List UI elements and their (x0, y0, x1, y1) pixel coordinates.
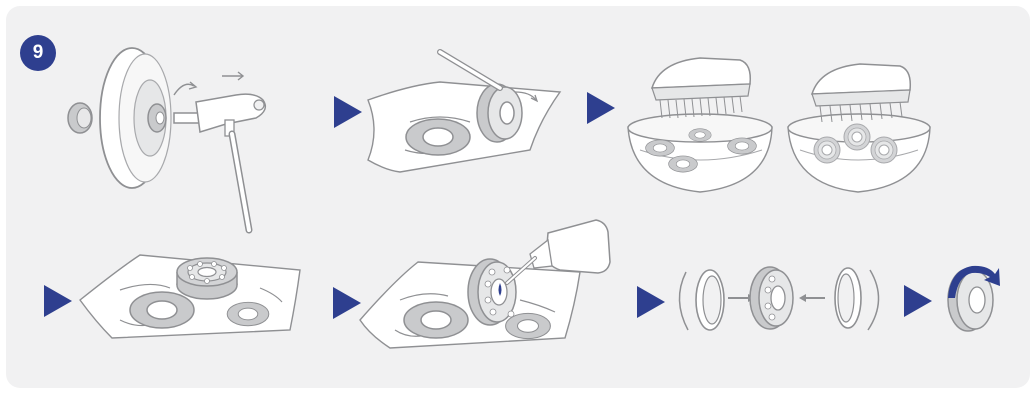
step-arrow-icon (904, 285, 932, 317)
step-arrow-icon (334, 96, 362, 128)
oil-bearing-illustration (360, 220, 610, 348)
soak-bearings-illustration (788, 64, 930, 192)
reassemble-bearing-illustration (679, 267, 878, 330)
step-arrow-icon (333, 287, 361, 319)
wheel-removal-illustration (68, 48, 265, 230)
step-arrow-icon (587, 92, 615, 124)
finished-bearing-illustration (948, 266, 1000, 331)
bearing-drying-illustration (80, 255, 300, 338)
step-number-badge: 9 (20, 35, 56, 71)
wash-bearings-illustration (628, 58, 772, 192)
step-arrow-icon (637, 286, 665, 318)
remove-shield-illustration (368, 52, 560, 172)
step-arrow-icon (44, 285, 72, 317)
